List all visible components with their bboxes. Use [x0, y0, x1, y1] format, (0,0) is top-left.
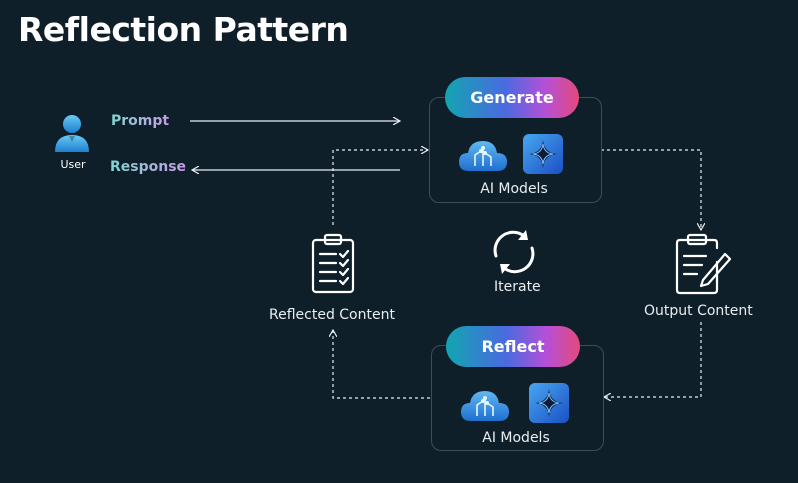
- sparkle-icon: [529, 383, 569, 427]
- iterate-icon: [488, 226, 540, 282]
- user-label: User: [60, 158, 86, 171]
- generate-models-label: AI Models: [480, 181, 548, 197]
- iterate-label: Iterate: [494, 279, 541, 295]
- response-label: Response: [110, 159, 187, 175]
- generate-pill: Generate: [445, 77, 579, 118]
- user-icon: [53, 114, 91, 158]
- cloud-ai-icon: [457, 133, 509, 177]
- reflect-pill: Reflect: [446, 326, 580, 367]
- reflected-to-generate-arrow: [332, 150, 428, 225]
- reflect-models-label: AI Models: [482, 430, 550, 446]
- output-content-label: Output Content: [644, 303, 753, 319]
- output-to-reflect-arrow: [604, 322, 702, 397]
- page-title: Reflection Pattern: [18, 10, 349, 49]
- edit-clipboard-icon: [673, 232, 733, 300]
- prompt-label: Prompt: [111, 113, 170, 129]
- reflected-content-label: Reflected Content: [269, 307, 395, 323]
- checklist-clipboard-icon: [309, 232, 357, 300]
- generate-to-output-arrow: [601, 149, 701, 230]
- cloud-ai-icon: [459, 383, 511, 427]
- sparkle-icon: [523, 134, 563, 178]
- reflect-to-reflected-arrow: [333, 330, 430, 399]
